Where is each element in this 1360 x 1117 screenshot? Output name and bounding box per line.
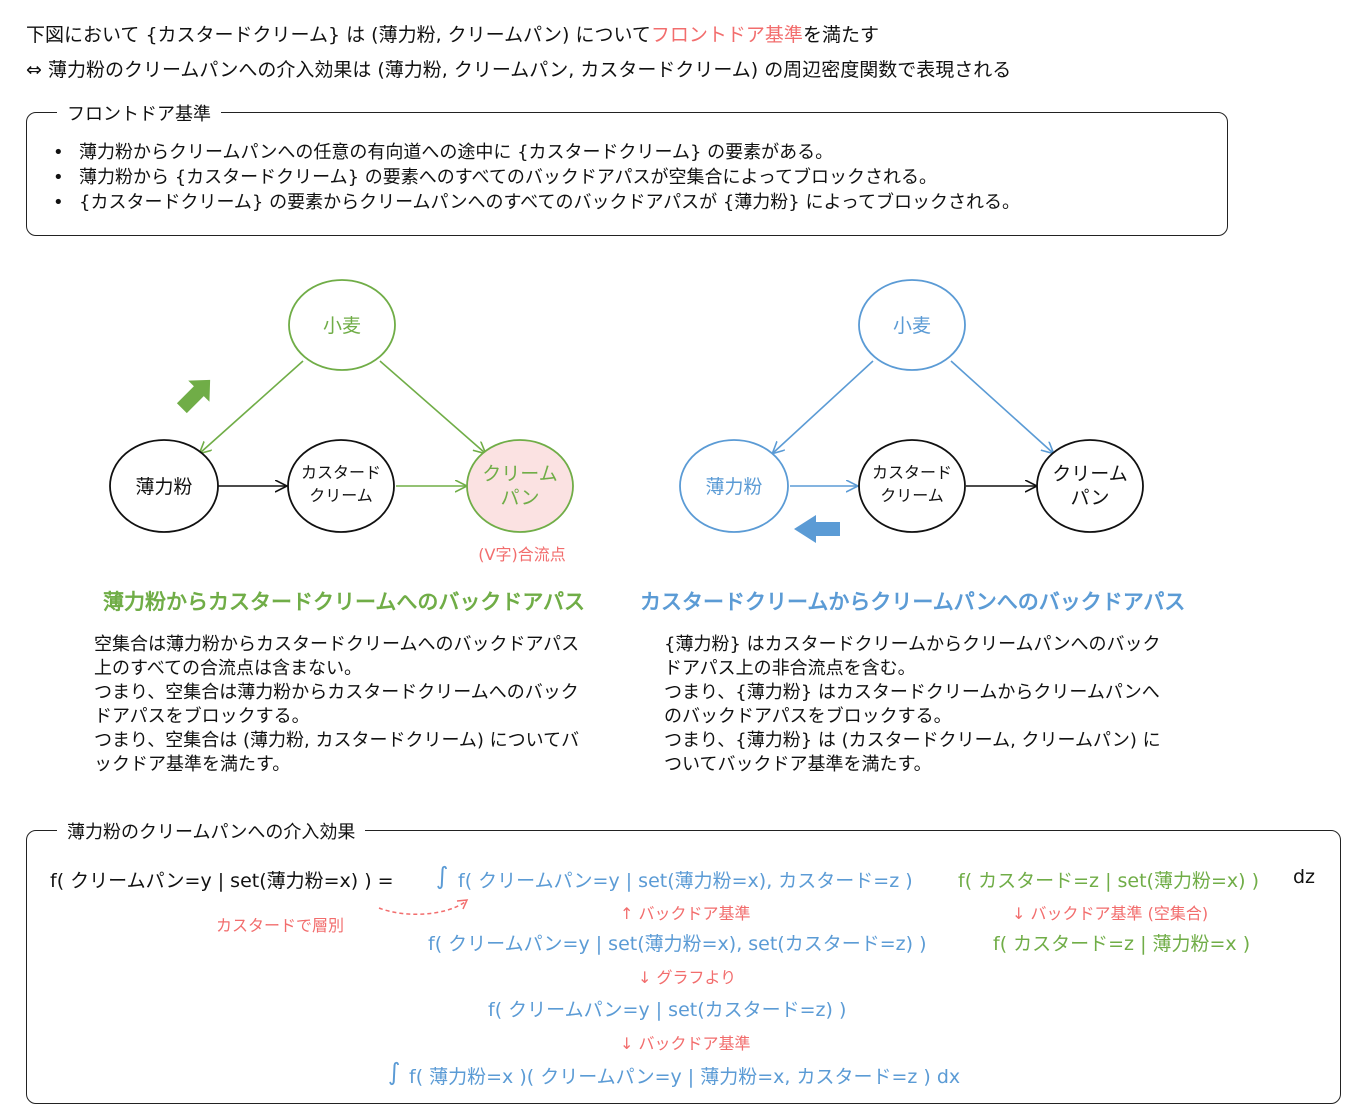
- collider-label: (V字)合流点: [478, 545, 565, 564]
- node-custard: [287, 439, 395, 533]
- node-wheat: [288, 279, 396, 371]
- eq-term-1: f( クリームパン=y | set(薄力粉=x), カスタード=z ): [458, 870, 913, 892]
- node-bun-right: [1036, 439, 1144, 533]
- node-bun-collider: [466, 439, 574, 533]
- right-explanation-line: つまり、{薄力粉} はカスタードクリームからクリームパンへのバックドアパスをブロ…: [664, 682, 1160, 727]
- path-direction-arrow-icon: [176, 379, 211, 414]
- eq-row3: f( クリームパン=y | set(カスタード=z) ): [488, 999, 847, 1021]
- integral-sign-2: ∫: [388, 1058, 401, 1086]
- note-graph: ↓ グラフより: [638, 968, 737, 987]
- eq-lhs: f( クリームパン=y | set(薄力粉=x) ) =: [50, 870, 394, 892]
- eq-dz: dz: [1293, 866, 1316, 888]
- criterion-title: フロントドア基準: [57, 100, 221, 126]
- frontdoor-highlight: フロントドア基準: [650, 24, 803, 46]
- left-explanation-line: 空集合は薄力粉からカスタードクリームへのバックドアパス上のすべての合流点は含まな…: [94, 634, 580, 679]
- header-line-1-pre: 下図において {カスタードクリーム} は (薄力粉, クリームパン) について: [26, 24, 651, 46]
- criterion-item: 薄力粉からクリームパンへの任意の有向道への途中に {カスタードクリーム} の要素…: [49, 140, 1020, 165]
- eq-row2-b: f( カスタード=z | 薄力粉=x ): [993, 933, 1251, 955]
- edge-wheat-flour-right: [773, 360, 874, 453]
- left-explanation-line: つまり、空集合は薄力粉からカスタードクリームへのバックドアパスをブロックする。: [94, 682, 579, 727]
- edge-wheat-bun: [379, 360, 485, 453]
- causal-graphs: 小麦 薄力粉 カスタード クリーム クリーム パン (V字)合流点 小麦 薄力粉…: [109, 279, 1144, 564]
- node-custard-right-label-2: クリーム: [880, 486, 944, 505]
- node-bun-label-2: パン: [501, 487, 540, 509]
- node-flour-right: [679, 439, 789, 533]
- stratify-curve-arrow: [378, 899, 469, 915]
- criterion-item: 薄力粉から {カスタードクリーム} の要素へのすべてのバックドアパスが空集合によ…: [49, 165, 1020, 190]
- node-wheat-right-label: 小麦: [893, 315, 931, 337]
- node-custard-right: [858, 439, 966, 533]
- eq-row2-a: f( クリームパン=y | set(薄力粉=x), set(カスタード=z) ): [428, 933, 927, 955]
- effect-title: 薄力粉のクリームパンへの介入効果: [57, 818, 366, 844]
- effect-box: 薄力粉のクリームパンへの介入効果: [26, 818, 1341, 1104]
- left-heading: 薄力粉からカスタードクリームへのバックドアパス: [103, 590, 585, 614]
- note-down-backdoor-empty: ↓ バックドア基準 (空集合): [1012, 904, 1209, 923]
- path-direction-arrow-left-icon: [794, 515, 840, 543]
- right-explanation-line: つまり、{薄力粉} は (カスタードクリーム, クリームパン) についてバックド…: [664, 730, 1161, 775]
- criterion-item: {カスタードクリーム} の要素からクリームパンへのすべてのバックドアパスが {薄…: [49, 190, 1020, 215]
- edge-wheat-bun-right: [950, 360, 1053, 453]
- node-custard-label-1: カスタード: [301, 463, 381, 482]
- node-flour: [109, 439, 219, 533]
- stratify-note: カスタードで層別: [216, 916, 345, 935]
- node-bun-right-label-2: パン: [1071, 487, 1110, 509]
- eq-term-2: f( カスタード=z | set(薄力粉=x) ): [958, 870, 1259, 892]
- eq-row4: f( 薄力粉=x )( クリームパン=y | 薄力粉=x, カスタード=z ) …: [409, 1066, 961, 1088]
- header-line-1: 下図において {カスタードクリーム} は (薄力粉, クリームパン) についてフ…: [26, 20, 879, 47]
- note-down-backdoor: ↓ バックドア基準: [620, 1034, 751, 1053]
- node-bun-right-label-1: クリーム: [1052, 463, 1127, 485]
- left-explanation: 空集合は薄力粉からカスタードクリームへのバックドアパス上のすべての合流点は含まな…: [94, 633, 584, 777]
- node-wheat-right: [858, 279, 966, 371]
- left-explanation-line: つまり、空集合は (薄力粉, カスタードクリーム) についてバックドア基準を満た…: [94, 730, 580, 775]
- node-wheat-label: 小麦: [323, 315, 361, 337]
- node-flour-right-label: 薄力粉: [705, 476, 762, 498]
- integral-sign-1: ∫: [436, 862, 449, 890]
- right-explanation-line: {薄力粉} はカスタードクリームからクリームパンへのバックドアパス上の非合流点を…: [664, 634, 1161, 679]
- node-bun-label-1: クリーム: [482, 463, 557, 485]
- criterion-box: フロントドア基準 薄力粉からクリームパンへの任意の有向道への途中に {カスタード…: [26, 100, 1228, 236]
- header-line-1-post: を満たす: [802, 24, 879, 46]
- node-flour-label: 薄力粉: [135, 476, 192, 498]
- header-line-2: ⇔ 薄力粉のクリームパンへの介入効果は (薄力粉, クリームパン, カスタードク…: [26, 59, 1012, 81]
- edge-wheat-flour: [200, 360, 304, 453]
- right-explanation: {薄力粉} はカスタードクリームからクリームパンへのバックドアパス上の非合流点を…: [664, 633, 1174, 777]
- node-custard-label-2: クリーム: [309, 486, 373, 505]
- right-heading: カスタードクリームからクリームパンへのバックドアパス: [640, 590, 1186, 614]
- note-up-backdoor: ↑ バックドア基準: [620, 904, 751, 923]
- criterion-list: 薄力粉からクリームパンへの任意の有向道への途中に {カスタードクリーム} の要素…: [49, 140, 1020, 215]
- node-custard-right-label-1: カスタード: [872, 463, 952, 482]
